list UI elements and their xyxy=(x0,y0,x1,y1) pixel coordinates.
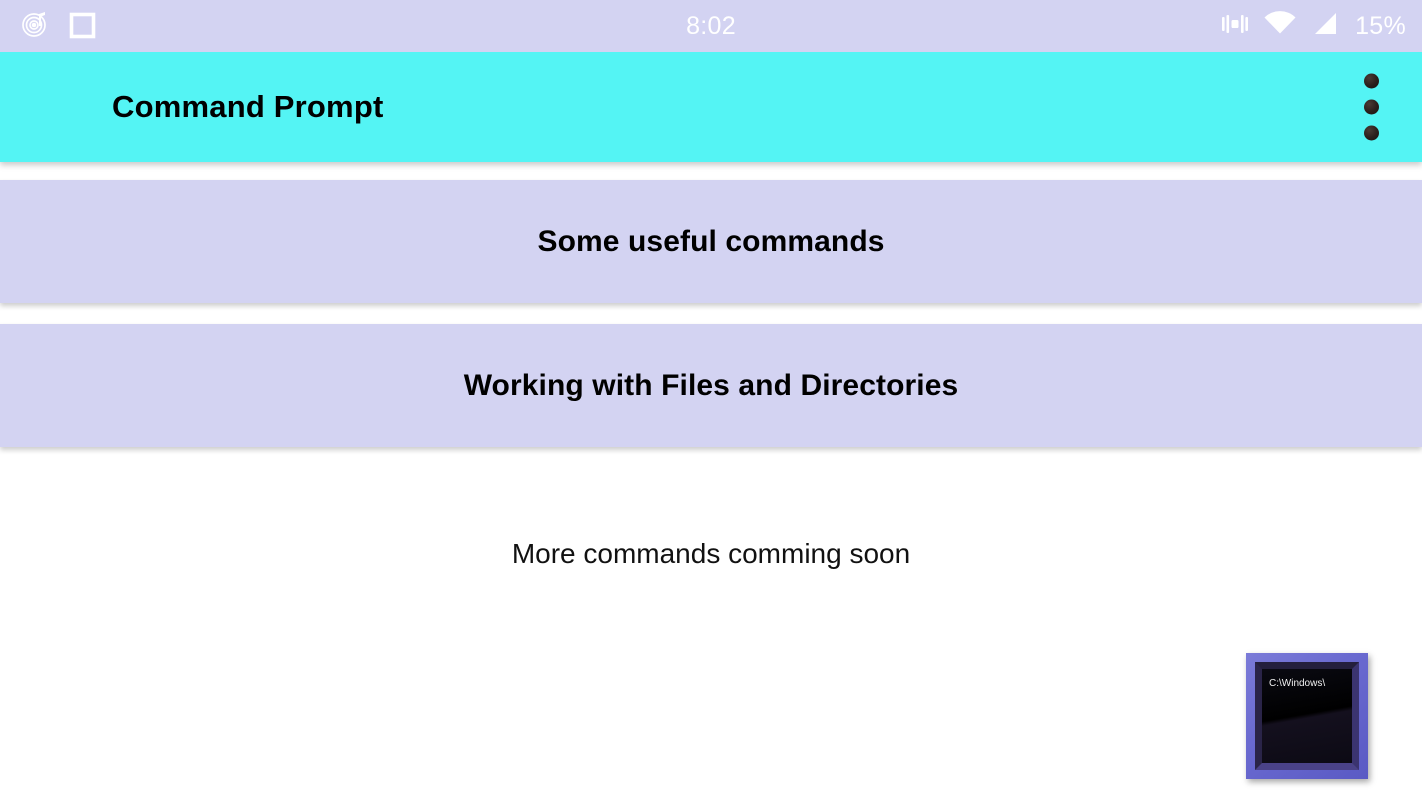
more-vertical-icon[interactable] xyxy=(1364,73,1379,141)
command-prompt-icon[interactable]: C:\Windows\ xyxy=(1246,653,1368,779)
status-bar: 8:02 xyxy=(0,0,1422,52)
battery-percentage: 15% xyxy=(1355,11,1406,40)
command-prompt-icon-path-text: C:\Windows\ xyxy=(1269,678,1326,689)
command-list: Some useful commands Working with Files … xyxy=(0,162,1422,447)
app-bar: Command Prompt xyxy=(0,52,1422,162)
footer-note: More commands comming soon xyxy=(511,538,911,569)
app-square-icon xyxy=(68,9,98,44)
command-card-some-useful-commands[interactable]: Some useful commands xyxy=(0,180,1422,303)
wifi-icon xyxy=(1263,9,1297,44)
cellular-signal-icon xyxy=(1310,9,1340,44)
status-bar-clock-wrap: 8:02 xyxy=(0,12,1422,41)
music-notification-icon xyxy=(20,9,50,44)
overflow-dot xyxy=(1364,73,1379,89)
overflow-dot xyxy=(1364,99,1379,115)
command-prompt-icon-frame: C:\Windows\ xyxy=(1255,662,1359,770)
vibrate-icon xyxy=(1220,9,1250,44)
command-card-working-with-files-and-directories[interactable]: Working with Files and Directories xyxy=(0,324,1422,447)
status-bar-right-icons: 15% xyxy=(1220,9,1406,44)
command-card-label: Working with Files and Directories xyxy=(463,368,959,402)
status-bar-left-icons xyxy=(20,9,98,44)
app-bar-title: Command Prompt xyxy=(112,89,384,124)
overflow-dot xyxy=(1364,125,1379,141)
command-card-label: Some useful commands xyxy=(537,224,885,258)
status-bar-clock: 8:02 xyxy=(686,11,736,40)
command-prompt-icon-screen xyxy=(1262,669,1352,763)
